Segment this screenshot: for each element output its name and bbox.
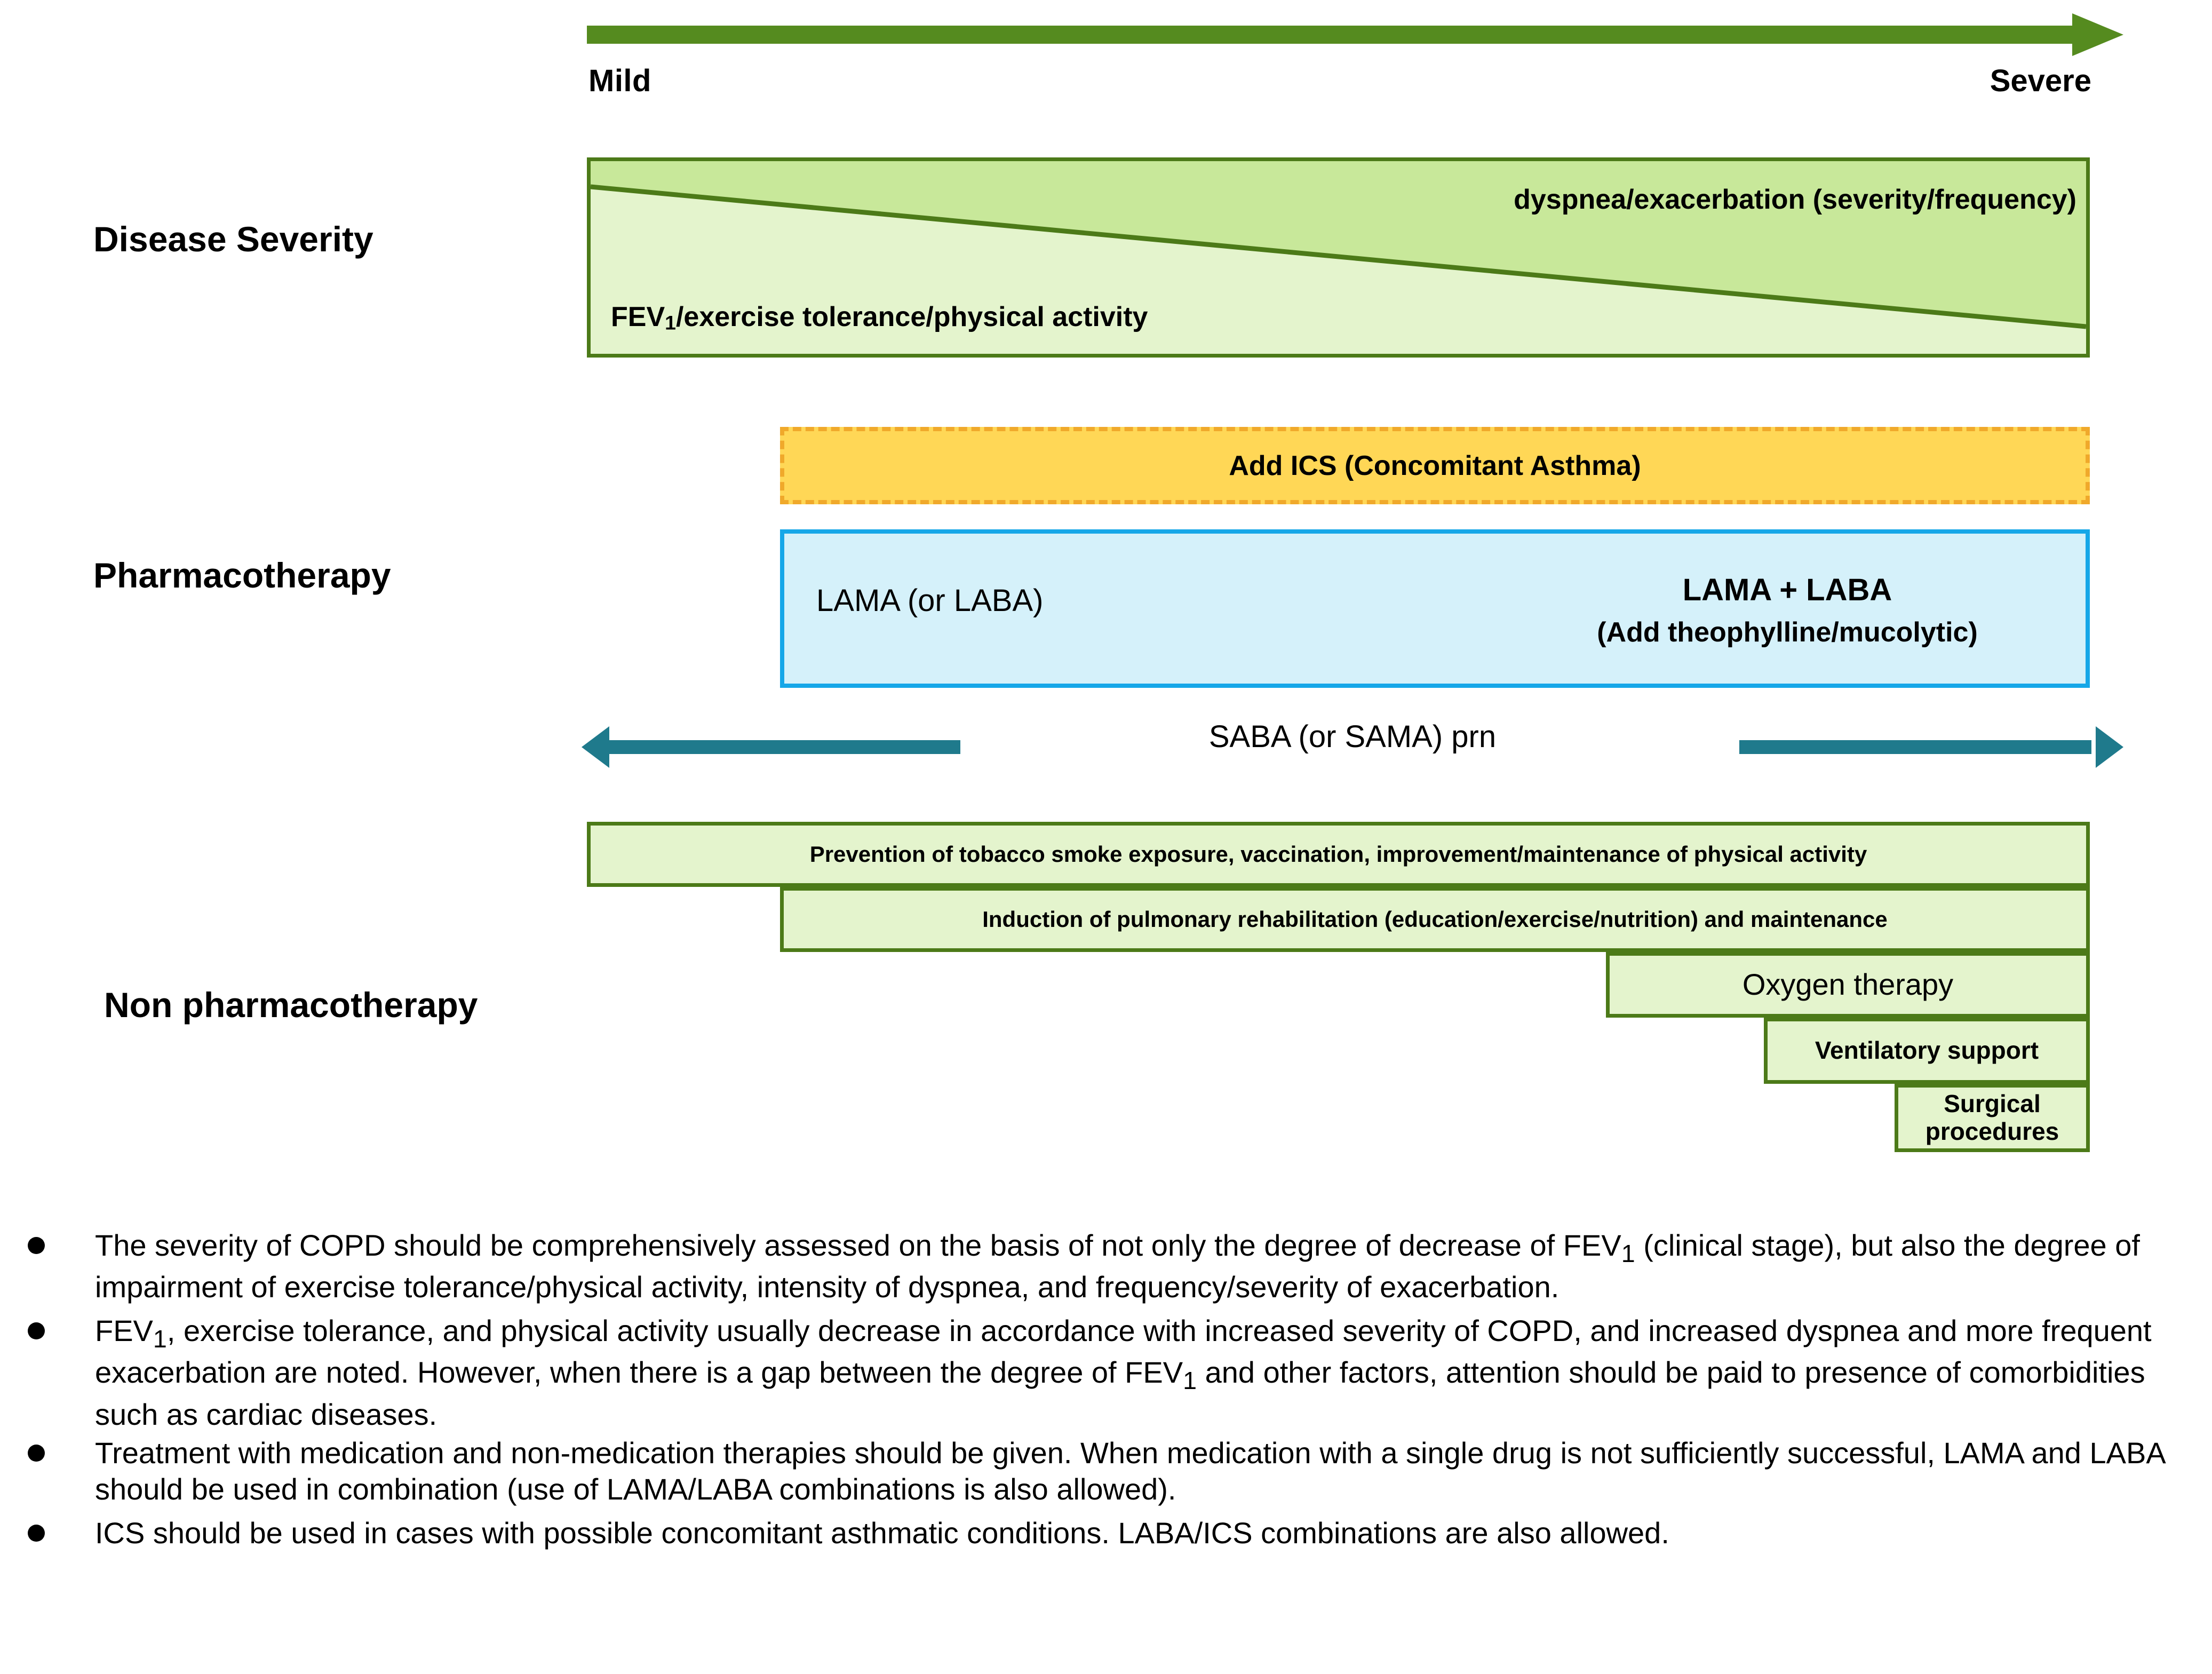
non-pharma-label: Ventilatory support: [1815, 1036, 2039, 1065]
non-pharma-label: Prevention of tobacco smoke exposure, va…: [809, 842, 1867, 867]
row-label-non-pharmacotherapy: Non pharmacotherapy: [104, 985, 478, 1025]
left-arrow-shaft: [608, 740, 960, 754]
non-pharma-box-oxygen-therapy: Oxygen therapy: [1606, 952, 2090, 1018]
axis-label-mild: Mild: [588, 64, 651, 98]
bullet-icon: [28, 1444, 45, 1462]
right-arrow-icon: [2072, 13, 2123, 56]
saba-prn-row: SABA (or SAMA) prn: [582, 719, 2123, 771]
arrow-shaft: [587, 26, 2075, 44]
add-ics-label: Add ICS (Concomitant Asthma): [1229, 450, 1641, 481]
list-item: ICS should be used in cases with possibl…: [16, 1515, 2198, 1557]
list-item: The severity of COPD should be comprehen…: [16, 1227, 2198, 1311]
non-pharma-label: Surgical procedures: [1925, 1090, 2059, 1145]
add-theophylline-label: (Add theophylline/mucolytic): [1597, 617, 1978, 648]
non-pharma-label: Oxygen therapy: [1742, 967, 1954, 1002]
note-text: The severity of COPD should be comprehen…: [95, 1228, 2140, 1304]
list-item: Treatment with medication and non-medica…: [16, 1435, 2198, 1513]
list-item: FEV1, exercise tolerance, and physical a…: [16, 1313, 2198, 1433]
non-pharma-box-rehabilitation: Induction of pulmonary rehabilitation (e…: [780, 887, 2090, 952]
lama-plus-laba-label: LAMA + LABA: [1682, 573, 1892, 607]
right-arrow-icon: [2096, 726, 2123, 768]
note-text: Treatment with medication and non-medica…: [95, 1435, 2165, 1506]
disease-severity-lower-text: FEV1/exercise tolerance/physical activit…: [611, 302, 1148, 334]
notes-list: The severity of COPD should be comprehen…: [16, 1227, 2198, 1559]
bullet-icon: [28, 1237, 45, 1254]
non-pharma-box-surgical-procedures: Surgical procedures: [1895, 1084, 2090, 1152]
lama-or-laba-label: LAMA (or LABA): [816, 583, 1044, 618]
non-pharma-label: Induction of pulmonary rehabilitation (e…: [982, 907, 1888, 932]
right-arrow-shaft: [1739, 740, 2091, 754]
lama-plus-laba-group: LAMA + LABA (Add theophylline/mucolytic): [1531, 572, 2043, 648]
add-ics-box: Add ICS (Concomitant Asthma): [780, 427, 2090, 504]
disease-severity-panel: dyspnea/exacerbation (severity/frequency…: [587, 157, 2090, 358]
note-text: ICS should be used in cases with possibl…: [95, 1516, 1669, 1550]
row-label-pharmacotherapy: Pharmacotherapy: [93, 556, 391, 595]
saba-prn-label: SABA (or SAMA) prn: [1208, 719, 1497, 754]
bullet-icon: [28, 1525, 45, 1542]
left-arrow-icon: [582, 726, 609, 768]
lama-laba-box: LAMA (or LABA) LAMA + LABA (Add theophyl…: [780, 529, 2090, 688]
disease-severity-upper-text: dyspnea/exacerbation (severity/frequency…: [1514, 184, 2076, 215]
severity-axis-arrow: [587, 13, 2123, 56]
non-pharma-box-prevention: Prevention of tobacco smoke exposure, va…: [587, 822, 2090, 887]
bullet-icon: [28, 1322, 45, 1340]
note-text: FEV1, exercise tolerance, and physical a…: [95, 1314, 2152, 1431]
severity-wedge-graphic: [591, 161, 2086, 329]
non-pharma-box-ventilatory-support: Ventilatory support: [1764, 1018, 2090, 1084]
axis-label-severe: Severe: [1990, 64, 2091, 98]
row-label-disease-severity: Disease Severity: [93, 219, 373, 259]
